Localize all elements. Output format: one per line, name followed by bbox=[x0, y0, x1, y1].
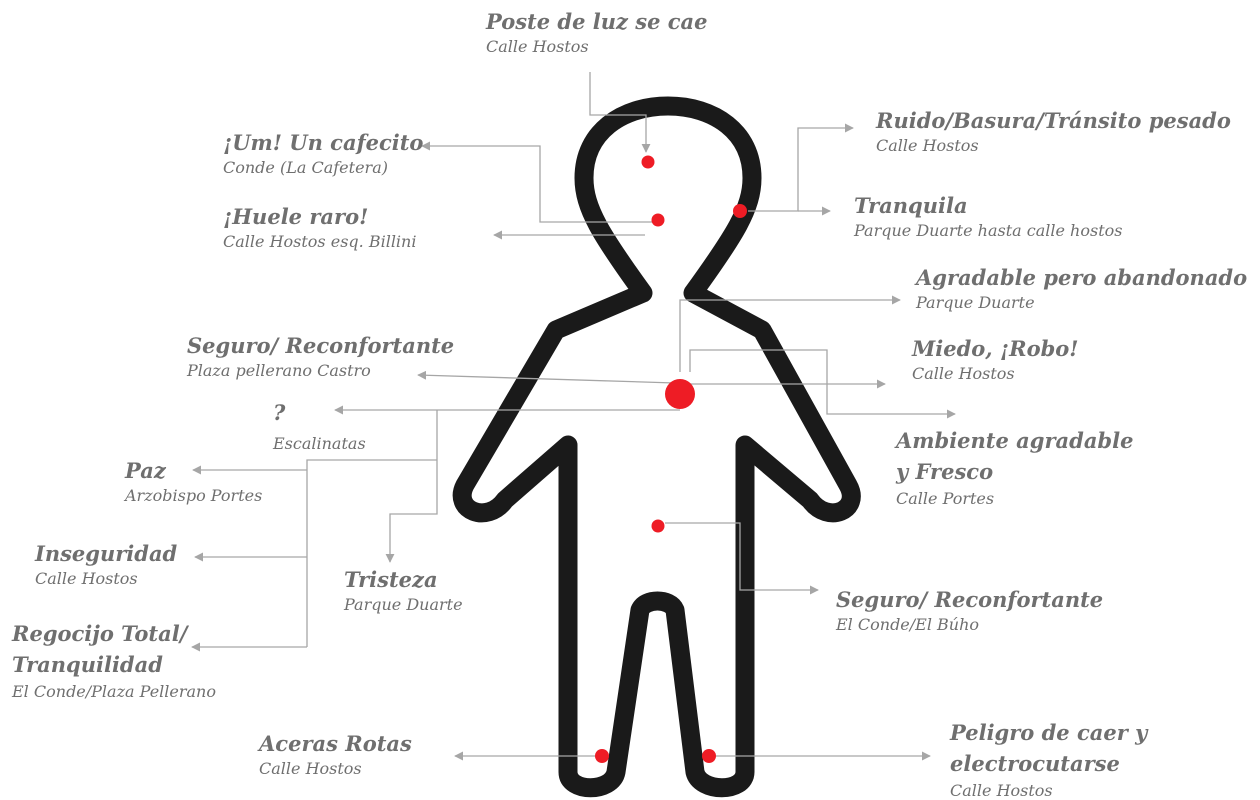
label-huele-place: Calle Hostos esq. Billini bbox=[223, 232, 417, 251]
label-ruido: Ruido/Basura/Tránsito pesado Calle Hosto… bbox=[876, 108, 1231, 158]
label-miedo: Miedo, ¡Robo! Calle Hostos bbox=[912, 336, 1078, 386]
marker-conde bbox=[651, 519, 665, 533]
label-seguro-plaza-place: Plaza pellerano Castro bbox=[187, 361, 371, 380]
marker-ruido bbox=[733, 204, 747, 218]
label-tristeza-title: Tristeza bbox=[344, 567, 438, 592]
label-seguro-plaza: Seguro/ Reconfortante Plaza pellerano Ca… bbox=[187, 333, 454, 383]
leader-trunk bbox=[306, 459, 437, 647]
label-peligro-title-line2: electrocutarse bbox=[950, 751, 1120, 776]
leader-ruido bbox=[748, 123, 854, 212]
leader-cafecito bbox=[421, 141, 655, 223]
label-peligro-place: Calle Hostos bbox=[950, 781, 1053, 800]
label-tristeza-place: Parque Duarte bbox=[344, 595, 463, 614]
label-paz: Paz Arzobispo Portes bbox=[125, 458, 262, 508]
label-regocijo-title-line2: Tranquilidad bbox=[12, 652, 163, 677]
label-huele-title: ¡Huele raro! bbox=[223, 204, 369, 229]
label-peligro: Peligro de caer y electrocutarse Calle H… bbox=[950, 717, 1147, 800]
leader-seguro-plaza bbox=[417, 370, 676, 384]
label-seguro-conde-place: El Conde/El Búho bbox=[836, 615, 980, 634]
human-body-outline bbox=[452, 96, 861, 798]
label-ambiente-place: Calle Portes bbox=[896, 489, 995, 508]
label-aceras-place: Calle Hostos bbox=[259, 759, 362, 778]
leader-agradable bbox=[679, 295, 901, 372]
marker-peligro bbox=[702, 749, 716, 763]
label-ambiente-title-line1: Ambiente agradable bbox=[896, 428, 1134, 453]
marker-plaza bbox=[665, 379, 695, 409]
label-miedo-place: Calle Hostos bbox=[912, 364, 1015, 383]
label-huele: ¡Huele raro! Calle Hostos esq. Billini bbox=[223, 204, 416, 254]
label-paz-place: Arzobispo Portes bbox=[125, 486, 263, 505]
label-miedo-title: Miedo, ¡Robo! bbox=[912, 336, 1079, 361]
label-paz-title: Paz bbox=[125, 458, 166, 483]
label-regocijo-title-line1: Regocijo Total/ bbox=[12, 621, 188, 646]
label-cafecito-title: ¡Um! Un cafecito bbox=[223, 130, 424, 155]
marker-poste bbox=[641, 155, 655, 169]
leader-seguro-conde bbox=[665, 522, 819, 595]
label-ruido-place: Calle Hostos bbox=[876, 136, 979, 155]
marker-aceras bbox=[595, 749, 609, 763]
label-cafecito-place: Conde (La Cafetera) bbox=[223, 158, 388, 177]
leader-ambiente bbox=[689, 349, 956, 419]
label-inseguridad-title: Inseguridad bbox=[35, 541, 178, 566]
label-tranquila-title: Tranquila bbox=[854, 193, 968, 218]
label-regocijo: Regocijo Total/ Tranquilidad El Conde/Pl… bbox=[12, 618, 216, 704]
leader-lines bbox=[191, 72, 956, 761]
label-ruido-title: Ruido/Basura/Tránsito pesado bbox=[876, 108, 1231, 133]
label-cafecito: ¡Um! Un cafecito Conde (La Cafetera) bbox=[223, 130, 423, 180]
label-aceras-title: Aceras Rotas bbox=[259, 731, 412, 756]
label-inseguridad-place: Calle Hostos bbox=[35, 569, 138, 588]
label-ambiente-title-line2: y Fresco bbox=[896, 459, 994, 484]
label-aceras: Aceras Rotas Calle Hostos bbox=[259, 731, 412, 781]
label-tranquila: Tranquila Parque Duarte hasta calle host… bbox=[854, 193, 1122, 243]
label-ambiente: Ambiente agradable y Fresco Calle Portes bbox=[896, 425, 1133, 511]
label-seguro-conde-title: Seguro/ Reconfortante bbox=[836, 587, 1104, 612]
label-question-title: ? bbox=[273, 400, 286, 425]
label-poste: Poste de luz se cae Calle Hostos bbox=[486, 9, 708, 59]
marker-huele bbox=[651, 213, 665, 227]
label-seguro-conde: Seguro/ Reconfortante El Conde/El Búho bbox=[836, 587, 1103, 637]
label-agradable-place: Parque Duarte bbox=[916, 293, 1035, 312]
label-tristeza: Tristeza Parque Duarte bbox=[344, 567, 463, 617]
leader-poste bbox=[589, 72, 651, 153]
label-tranquila-place: Parque Duarte hasta calle hostos bbox=[854, 221, 1123, 240]
label-inseguridad: Inseguridad Calle Hostos bbox=[35, 541, 177, 591]
label-agradable: Agradable pero abandonado Parque Duarte bbox=[916, 265, 1247, 315]
leader-tristeza bbox=[385, 410, 438, 563]
label-seguro-plaza-title: Seguro/ Reconfortante bbox=[187, 333, 455, 358]
label-peligro-title-line1: Peligro de caer y bbox=[950, 720, 1148, 745]
label-question: ? Escalinatas bbox=[273, 400, 366, 456]
label-poste-place: Calle Hostos bbox=[486, 37, 589, 56]
label-question-place: Escalinatas bbox=[273, 434, 366, 453]
label-poste-title: Poste de luz se cae bbox=[486, 9, 708, 34]
label-agradable-title: Agradable pero abandonado bbox=[916, 265, 1248, 290]
label-regocijo-place: El Conde/Plaza Pellerano bbox=[12, 682, 216, 701]
